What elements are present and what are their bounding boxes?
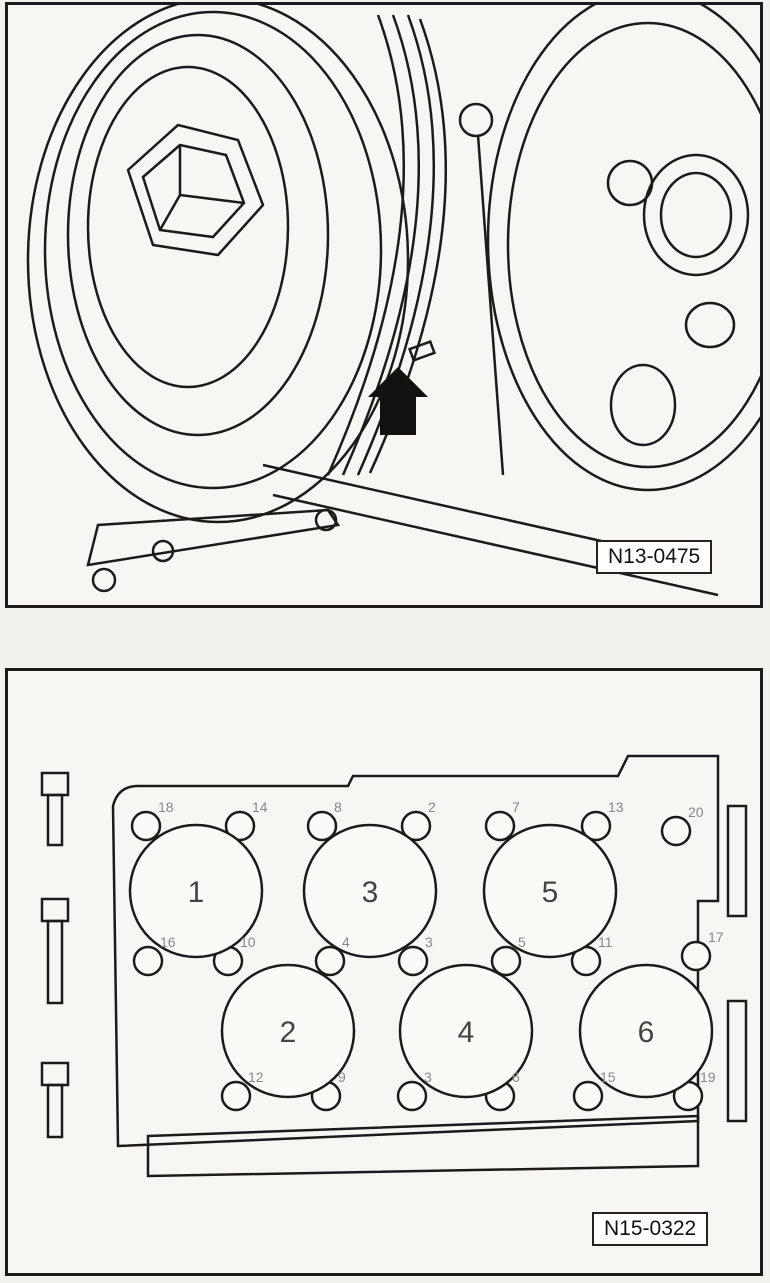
head-bolt-hole bbox=[130, 810, 162, 842]
cylinder-bore bbox=[302, 823, 438, 959]
head-bolt-hole bbox=[220, 1080, 252, 1112]
bolt-sequence-number: 10 bbox=[240, 934, 256, 950]
head-bolt-hole bbox=[397, 945, 429, 977]
figure-label: N15-0322 bbox=[592, 1212, 709, 1246]
crank-pulley-inner bbox=[66, 33, 330, 437]
bolt-sequence-number: 19 bbox=[700, 1069, 716, 1085]
bolt-sequence-number: 5 bbox=[518, 934, 526, 950]
bolt-sequence-number: 11 bbox=[598, 934, 613, 950]
bolt-sequence-number: 8 bbox=[334, 799, 342, 815]
cylinder-head-outline bbox=[111, 754, 720, 1148]
head-bolt-hole bbox=[580, 810, 612, 842]
cylinder-number: 1 bbox=[188, 876, 205, 909]
bolt-sequence-number: 12 bbox=[248, 1069, 264, 1085]
cylinder-bore bbox=[482, 823, 618, 959]
arrow-up-icon bbox=[368, 367, 428, 435]
head-bolt-hole bbox=[314, 945, 346, 977]
head-bolt-hole bbox=[484, 810, 516, 842]
head-bolt-hole bbox=[400, 810, 432, 842]
head-bolt-hole bbox=[306, 810, 338, 842]
figure-top-panel: N13-0475 bbox=[5, 2, 763, 608]
bolt-sequence-number: 14 bbox=[252, 799, 268, 815]
head-bolt-hole bbox=[660, 815, 692, 847]
head-bolt-hole bbox=[490, 945, 522, 977]
head-bolt-hole bbox=[132, 945, 164, 977]
bolt-sequence-number: 2 bbox=[428, 799, 436, 815]
pulley-drawing bbox=[26, 5, 760, 597]
cylinder-number: 5 bbox=[542, 876, 559, 909]
cylinder-bore bbox=[128, 823, 264, 959]
cylinder-number: 4 bbox=[458, 1016, 475, 1049]
cylinder-bore bbox=[220, 963, 356, 1099]
cylinder-bore bbox=[398, 963, 534, 1099]
bolt-sequence-number: 16 bbox=[160, 934, 176, 950]
bolt-icon bbox=[40, 1061, 70, 1139]
head-bolt-hole bbox=[396, 1080, 428, 1112]
bolt-sequence-number: 7 bbox=[512, 799, 520, 815]
cylinder-number: 3 bbox=[362, 876, 379, 909]
bolt-sequence-number: 18 bbox=[158, 799, 174, 815]
bolt-icon bbox=[40, 897, 70, 1005]
right-pulley-outer bbox=[486, 5, 760, 492]
cylinder-number: 2 bbox=[280, 1016, 297, 1049]
bolt-sequence-number: 13 bbox=[608, 799, 624, 815]
bolt-sequence-number: 6 bbox=[512, 1069, 520, 1085]
head-bolt-hole bbox=[572, 1080, 604, 1112]
pulley-bolt-hex bbox=[126, 123, 265, 257]
head-bolt-hole bbox=[224, 810, 256, 842]
figure-label: N13-0475 bbox=[596, 540, 713, 574]
bolt-sequence-number: 4 bbox=[342, 934, 350, 950]
bolt-sequence-number: 20 bbox=[688, 804, 704, 820]
bolt-sequence-number: 17 bbox=[708, 929, 724, 945]
cylinder-bore bbox=[578, 963, 714, 1099]
bolt-sequence-number: 9 bbox=[338, 1069, 346, 1085]
head-bolt-hole bbox=[680, 940, 712, 972]
bolt-sequence-number: 15 bbox=[600, 1069, 616, 1085]
crank-pulley-outer bbox=[26, 5, 410, 524]
bolt-sequence-number: 3 bbox=[424, 1069, 432, 1085]
crank-pulley-ring bbox=[43, 10, 383, 490]
bolt-icon bbox=[40, 771, 70, 847]
cylinder-number: 6 bbox=[638, 1016, 655, 1049]
bolt-sequence-number: 3 bbox=[425, 934, 433, 950]
